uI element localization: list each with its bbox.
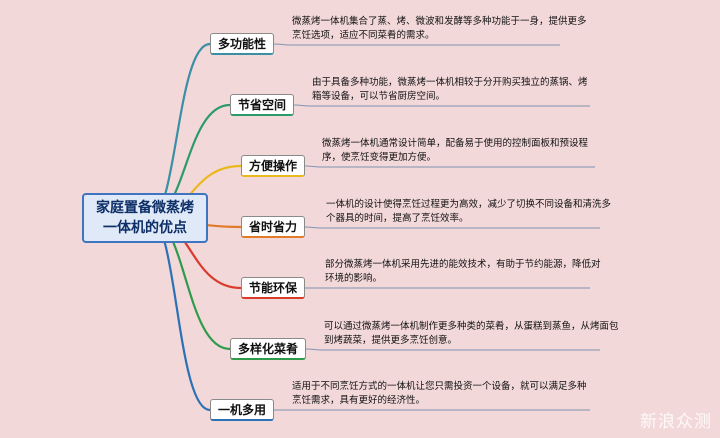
branch-description: 微蒸烤一体机集合了蒸、烤、微波和发酵等多种功能于一身，提供更多烹饪选项，适应不同… [292, 16, 587, 41]
description-underline [304, 165, 595, 168]
branch-connector [149, 216, 211, 412]
branch-save-time[interactable]: 省时省力 [241, 216, 305, 238]
branch-description: 适用于不同烹饪方式的一体机让您只需投资一个设备，就可以满足多种烹饪需求，具有更好… [292, 381, 587, 406]
description-underline [273, 43, 560, 46]
branch-description: 可以通过微蒸烤一体机制作更多种类的菜肴，从蛋糕到蒸鱼，从烤面包到烤蔬菜，提供更多… [324, 321, 619, 346]
root-topic-line-2: 一体机的优点 [103, 220, 187, 236]
branch-multi-function[interactable]: 多功能性 [210, 33, 274, 55]
branch-description: 一体机的设计使得烹饪过程更为高效，减少了切换不同设备和清洗多个器具的时间，提高了… [326, 199, 612, 224]
branch-connector [149, 42, 211, 220]
branch-description: 微蒸烤一体机通常设计简单，配备易于使用的控制面板和预设程序，使烹饪变得更加方便。 [322, 138, 589, 163]
branch-multi-use[interactable]: 一机多用 [210, 399, 274, 421]
branch-easy-operation[interactable]: 方便操作 [241, 155, 305, 177]
description-underline [293, 104, 590, 107]
watermark-logo: 新浪众测 [640, 412, 712, 432]
branch-energy-saving[interactable]: 节能环保 [241, 277, 305, 299]
description-underline [304, 226, 600, 229]
branch-diverse-dishes[interactable]: 多样化菜肴 [230, 338, 306, 360]
root-topic-line-1: 家庭置备微蒸烤 [96, 200, 194, 216]
description-underline [305, 348, 600, 351]
branch-description: 由于具备多种功能，微蒸烤一体机相较于分开购买独立的蒸锅、烤箱等设备，可以节省厨房… [312, 77, 588, 102]
root-topic[interactable]: 家庭置备微蒸烤 一体机的优点 [82, 193, 208, 243]
branch-save-space[interactable]: 节省空间 [230, 94, 294, 116]
branch-description: 部分微蒸烤一体机采用先进的能效技术，有助于节约能源，降低对环境的影响。 [325, 259, 601, 284]
